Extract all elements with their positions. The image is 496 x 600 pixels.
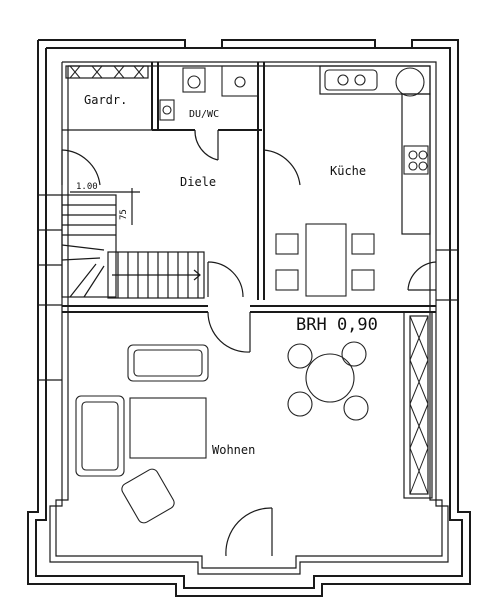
dimension-stair-width: 1.00 [76,182,98,192]
bathroom-fixtures [159,65,259,121]
room-label-wardrobe: Gardr. [84,93,127,107]
outer-walls [27,39,471,597]
staircase [61,188,205,299]
dimension-stair-depth: 75 [119,209,129,220]
room-label-hall: Diele [180,175,216,189]
room-label-bathroom: DU/WC [189,109,219,120]
living-furniture [75,311,433,524]
doors [61,129,437,557]
wardrobe-rail [65,65,149,79]
room-label-kitchen: Küche [330,164,366,178]
kitchen-fixtures [275,65,431,297]
sill-height-annotation: BRH 0,90 [296,315,378,335]
room-label-living: Wohnen [212,443,255,457]
